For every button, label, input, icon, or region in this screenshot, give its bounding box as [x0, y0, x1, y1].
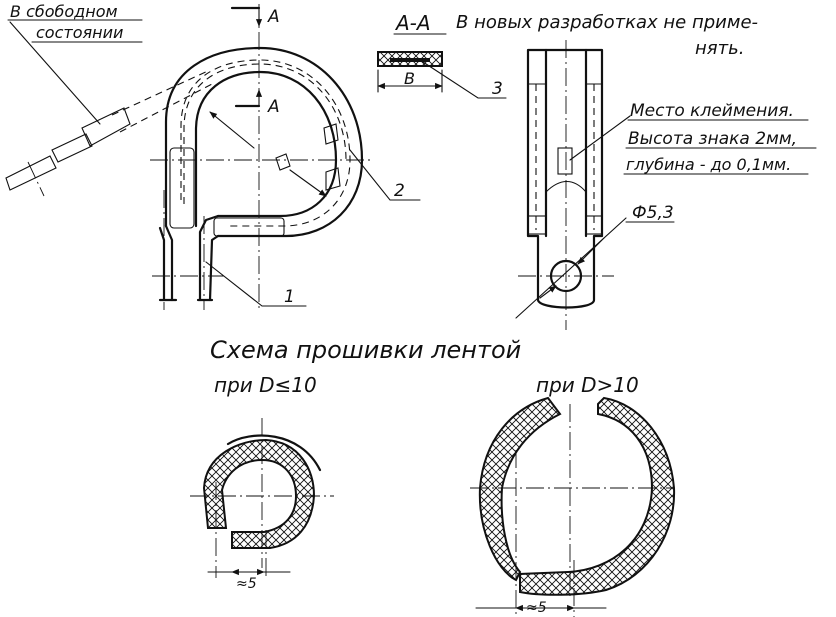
leader-2-label: 2 — [394, 181, 405, 201]
section-marker-top: A — [267, 7, 280, 27]
stamp-note-line3: глубина - до 0,1мм. — [626, 155, 791, 174]
tape-scheme-small: ≈5 — [190, 418, 334, 592]
tape-scheme-large: ≈5 — [470, 396, 676, 617]
free-state-clip-ghost — [5, 69, 213, 197]
gap-small-label: ≈5 — [236, 576, 257, 592]
section-marker-mid: A — [267, 97, 280, 117]
stamp-note-line2: Высота знака 2мм, — [628, 129, 797, 149]
gap-large-label: ≈5 — [526, 600, 547, 616]
note-line1: В новых разработках не приме- — [456, 12, 758, 33]
free-state-label-line2: состоянии — [36, 23, 123, 42]
clip-side-view: Место клеймения. Высота знака 2мм, глуби… — [515, 40, 817, 330]
clip-front-view: A A 2 1 — [150, 4, 421, 310]
condition-large: при D>10 — [536, 373, 639, 397]
condition-small: при D≤10 — [214, 373, 317, 397]
dim-b-label: B — [404, 69, 415, 88]
stamp-note-line1: Место клеймения. — [630, 101, 794, 121]
section-aa-title: A-A — [394, 11, 431, 35]
free-state-label-line1: В сбободном — [10, 2, 118, 21]
section-aa: A-A В новых разработках не приме- нять. … — [377, 11, 758, 99]
scheme-title: Схема прошивки лентой — [210, 336, 521, 364]
hole-dim-label: Ф5,3 — [632, 203, 674, 223]
note-line2: нять. — [695, 38, 744, 59]
leader-3-label: 3 — [492, 79, 503, 99]
leader-1-label: 1 — [284, 287, 295, 307]
free-state-note: В сбободном состоянии — [7, 2, 143, 125]
